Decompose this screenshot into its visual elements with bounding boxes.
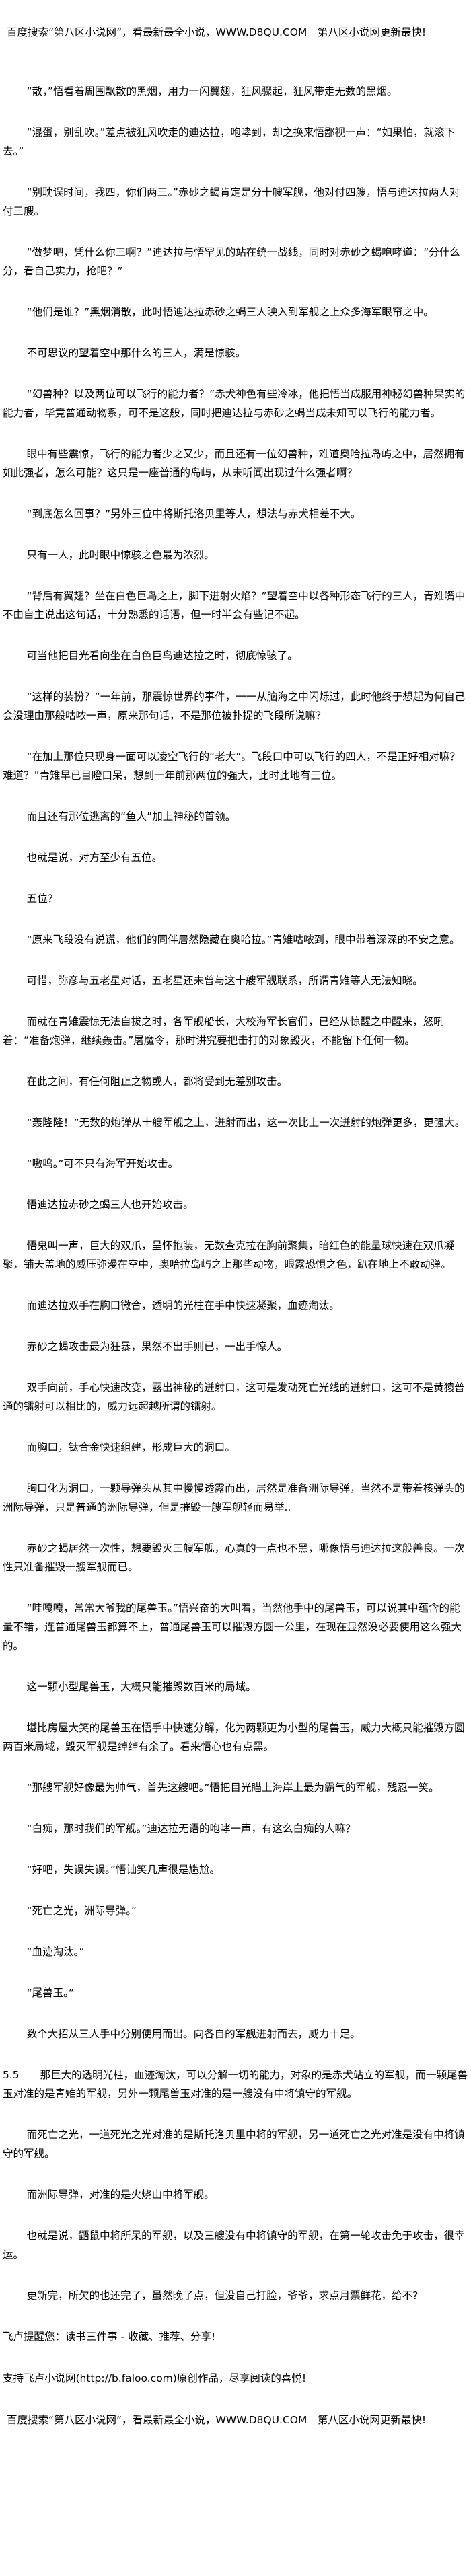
paragraph: 数个大招从三人手中分别使用而出。向各自的军舰迸射而去，威力十足。 — [26, 2028, 361, 2040]
paragraph: 也就是说，鼯鼠中将所呆的军舰，以及三艘没有中将镇守的军舰，在第一轮攻击免于攻击，… — [3, 2230, 465, 2261]
site-banner-bottom: 百度搜索“第八区小说网”，看最新最全小说，WWW.D8QU.COM 第八区小说网… — [7, 2414, 427, 2426]
paragraph: “幻兽种？以及两位可以飞行的能力者？”赤犬神色有些冷冰，他把悟当成服用神秘幻兽种… — [3, 388, 466, 419]
paragraph: “好吧，失误失误。”悟讪笑几声很是尴尬。 — [26, 1864, 220, 1876]
site-banner-top: 百度搜索“第八区小说网”，看最新最全小说，WWW.D8QU.COM 第八区小说网… — [7, 26, 427, 38]
paragraph: 这一颗小型尾兽玉，大概只能摧毁数百米的局域。 — [26, 1681, 256, 1693]
paragraph: “白痴，那时我们的军舰。”迪达拉无语的咆哮一声，有这么白痴的人嘛？ — [26, 1823, 356, 1835]
paragraph: “别耽误时间，我四，你们两三。”赤砂之蝎肯定是分十艘军舰，他对付四艘，悟与迪达拉… — [3, 186, 460, 217]
footer-reminder: 飞卢提醒您：读书三件事 - 收藏、推荐、分享! — [3, 2331, 216, 2343]
chapter-body: “散，”悟看着周围飘散的黑烟，用力一闪翼翅，狂风骤起，狂风带走无数的黑烟。 “混蛋… — [3, 82, 468, 2305]
paragraph: “死亡之光，洲际导弹。” — [26, 1905, 137, 1917]
paragraph: 不可思议的望着空中那什么的三人，满是惊骇。 — [26, 347, 246, 359]
footer-support-link[interactable]: 支持飞卢小说网(http://b.faloo.com)原创作品，尽享阅读的喜悦! — [3, 2372, 307, 2384]
paragraph: “这样的装扮？”一年前，那震惊世界的事件，一一从脑海之中闪烁过，此时他终于想起为… — [3, 691, 466, 722]
paragraph: 悟鬼叫一声，巨大的双爪，呈怀抱装，无数查克拉在胸前聚集，暗红色的能量球快速在双爪… — [3, 1240, 455, 1271]
paragraph: “散，”悟看着周围飘散的黑烟，用力一闪翼翅，狂风骤起，狂风带走无数的黑烟。 — [26, 85, 398, 98]
paragraph: “轰隆隆！”无数的炮弹从十艘军舰之上，迸射而出，这一次比上一次迸射的炮弹更多，更… — [26, 1116, 466, 1129]
paragraph: 而胸口，钛合金快速组建，形成巨大的洞口。 — [26, 1441, 236, 1453]
paragraph: “原来飞段没有说谎，他们的同伴居然隐藏在奥哈拉。”青雉咕哝到，眼中带着深深的不安… — [26, 934, 460, 946]
paragraph: “在加上那位只现身一面可以凌空飞行的“老大”。飞段口中可以飞行的四人，不是正好相… — [3, 751, 460, 782]
paragraph: 赤砂之蝎居然一次性，想要毁灭三艘军舰，心真的一点也不黑，哪像悟与迪达拉这般善良。… — [3, 1542, 465, 1573]
paragraph: 在此之间，有任何阻止之物或人，都将受到无差别攻击。 — [26, 1075, 288, 1088]
paragraph: 赤砂之蝎攻击最为狂暴，果然不出手则已，一出手惊人。 — [26, 1340, 288, 1353]
paragraph: 而且还有那位逃离的“鱼人”加上神秘的首领。 — [26, 810, 236, 823]
paragraph: 更新完，所欠的也还完了，虽然晚了点，但没自己打脸，爷爷，求点月票鲜花，给不? — [26, 2289, 419, 2302]
paragraph: “那艘军舰好像最为帅气，首先这艘吧。”悟把目光瞄上海岸上最为霸气的军舰，残忍一笑… — [26, 1782, 439, 1794]
paragraph: 可惜，弥彦与五老星对话，五老星还未曾与这十艘军舰联系，所谓青雉等人无法知晓。 — [26, 975, 423, 987]
paragraph: “嗷呜。”可不只有海军开始攻击。 — [26, 1158, 178, 1170]
paragraph: “哇嘎嘎，常常大爷我的尾兽玉。”悟兴奋的大叫着，当然他手中的尾兽玉，可以说其中蕴… — [3, 1602, 462, 1652]
paragraph: 可当他把目光看向坐在白色巨鸟迪达拉之时，彻底惊骇了。 — [26, 650, 298, 662]
paragraph: 也就是说，对方至少有五位。 — [26, 851, 163, 864]
paragraph: “混蛋，别乱吹。”差点被狂风吹走的迪达拉，咆哮到，却之换来悟鄙视一声：“如果怕，… — [3, 126, 455, 157]
paragraph: 而死亡之光，一道死光之光对准的是斯托洛贝里中将的军舰，另一道死亡之光对准是没有中… — [3, 2129, 465, 2160]
paragraph: 悟迪达拉赤砂之蝎三人也开始攻击。 — [26, 1199, 194, 1211]
paragraph: 眼中有些震惊，飞行的能力者少之又少，而且还有一位幻兽种，难道奥哈拉岛屿之中，居然… — [3, 448, 465, 479]
paragraph: 五位？ — [26, 893, 59, 905]
paragraph: 5.5 那巨大的透明光柱，血迹淘汰，可以分解一切的能力，对象的是赤犬站立的军舰，… — [3, 2069, 468, 2100]
paragraph: “尾兽玉。” — [26, 1987, 74, 1999]
paragraph: “他们是谁？”黑烟消散，此时悟迪达拉赤砂之蝎三人映入到军舰之上众多海军眼帘之中。 — [26, 306, 434, 318]
paragraph: “到底怎么回事？”另外三位中将斯托洛贝里等人，想法与赤犬相差不大。 — [26, 508, 361, 520]
paragraph: 只有一人，此时眼中惊骇之色最为浓烈。 — [26, 549, 215, 561]
paragraph: “血迹淘汰。” — [26, 1946, 85, 1958]
paragraph: “做梦吧，凭什么你三啊？”迪达拉与悟罕见的站在统一战线，同时对赤砂之蝎咆哮道：“… — [3, 246, 460, 277]
paragraph: 堪比房屋大笑的尾兽玉在悟手中快速分解，化为两颗更为小型的尾兽玉，威力大概只能摧毁… — [3, 1722, 465, 1753]
paragraph: 而就在青雉震惊无法自拔之时，各军舰船长，大校海军长官们，已经从惊醒之中醒来，怒吼… — [3, 1016, 444, 1047]
paragraph: 而洲际导弹，对准的是火烧山中将军舰。 — [26, 2189, 215, 2201]
paragraph: “背后有翼翅？坐在白色巨鸟之上，脚下迸射火焰？”望着空中以各种形态飞行的三人，青… — [3, 590, 466, 621]
paragraph: 双手向前，手心快速改变，露出神秘的迸射口，这可是发动死亡光线的迸射口，这可不是黄… — [3, 1381, 465, 1412]
paragraph: 而迪达拉双手在胸口微合，透明的光柱在手中快速凝聚，血迹淘汰。 — [26, 1299, 340, 1312]
paragraph: 胸口化为洞口，一颗导弹头从其中慢慢透露而出，居然是准备洲际导弹，当然不是带着核弹… — [3, 1482, 465, 1513]
